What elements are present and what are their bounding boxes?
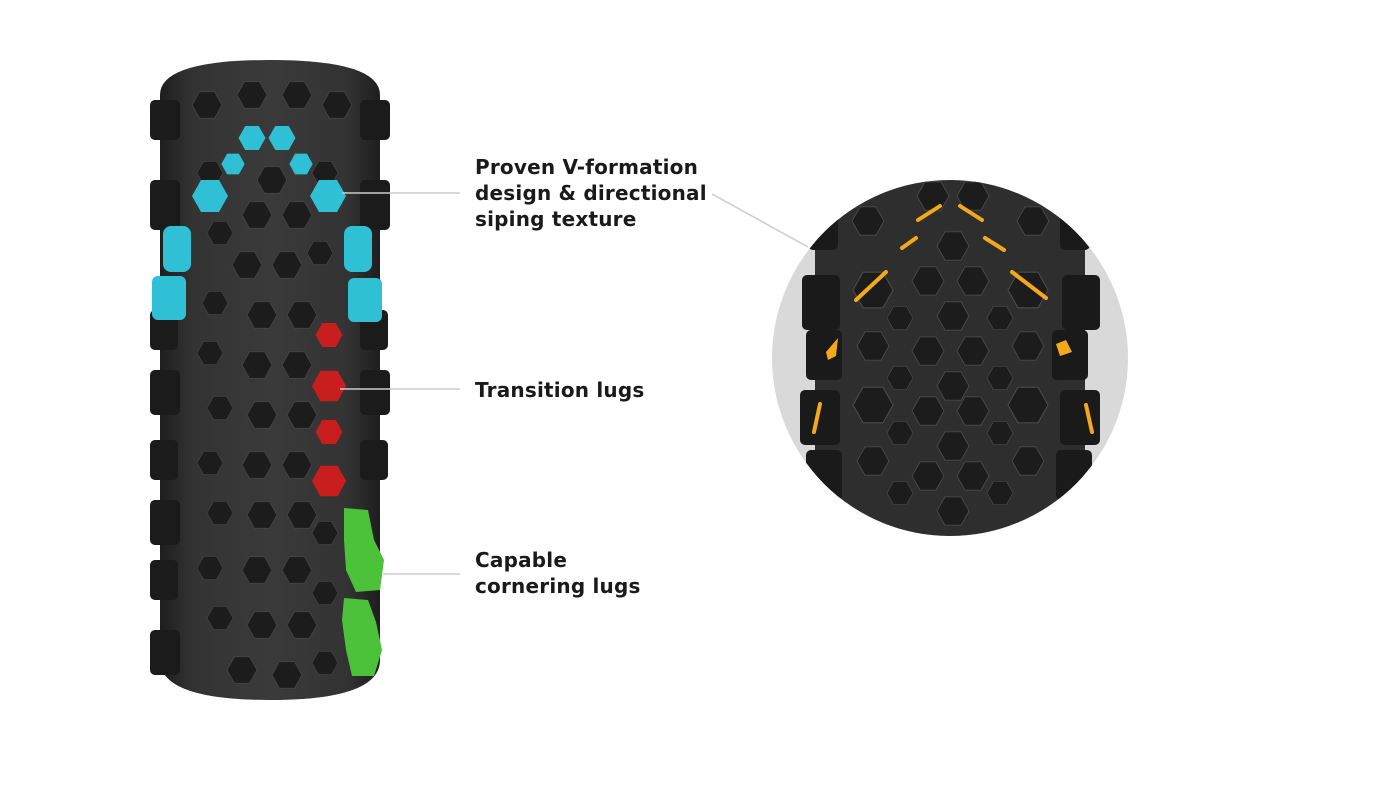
- siping-highlights: [812, 204, 1094, 434]
- leader-lines: [340, 192, 809, 575]
- callout-v-formation: Proven V-formation design & directional …: [475, 155, 707, 231]
- callout-cornering-lugs: Capable cornering lugs: [475, 548, 641, 598]
- callout-transition-lugs: Transition lugs: [475, 378, 645, 402]
- detail-magnifier: [772, 180, 1128, 536]
- v-formation-lugs: [152, 126, 382, 322]
- cornering-lugs: [342, 508, 384, 676]
- tire-illustration: [150, 60, 390, 700]
